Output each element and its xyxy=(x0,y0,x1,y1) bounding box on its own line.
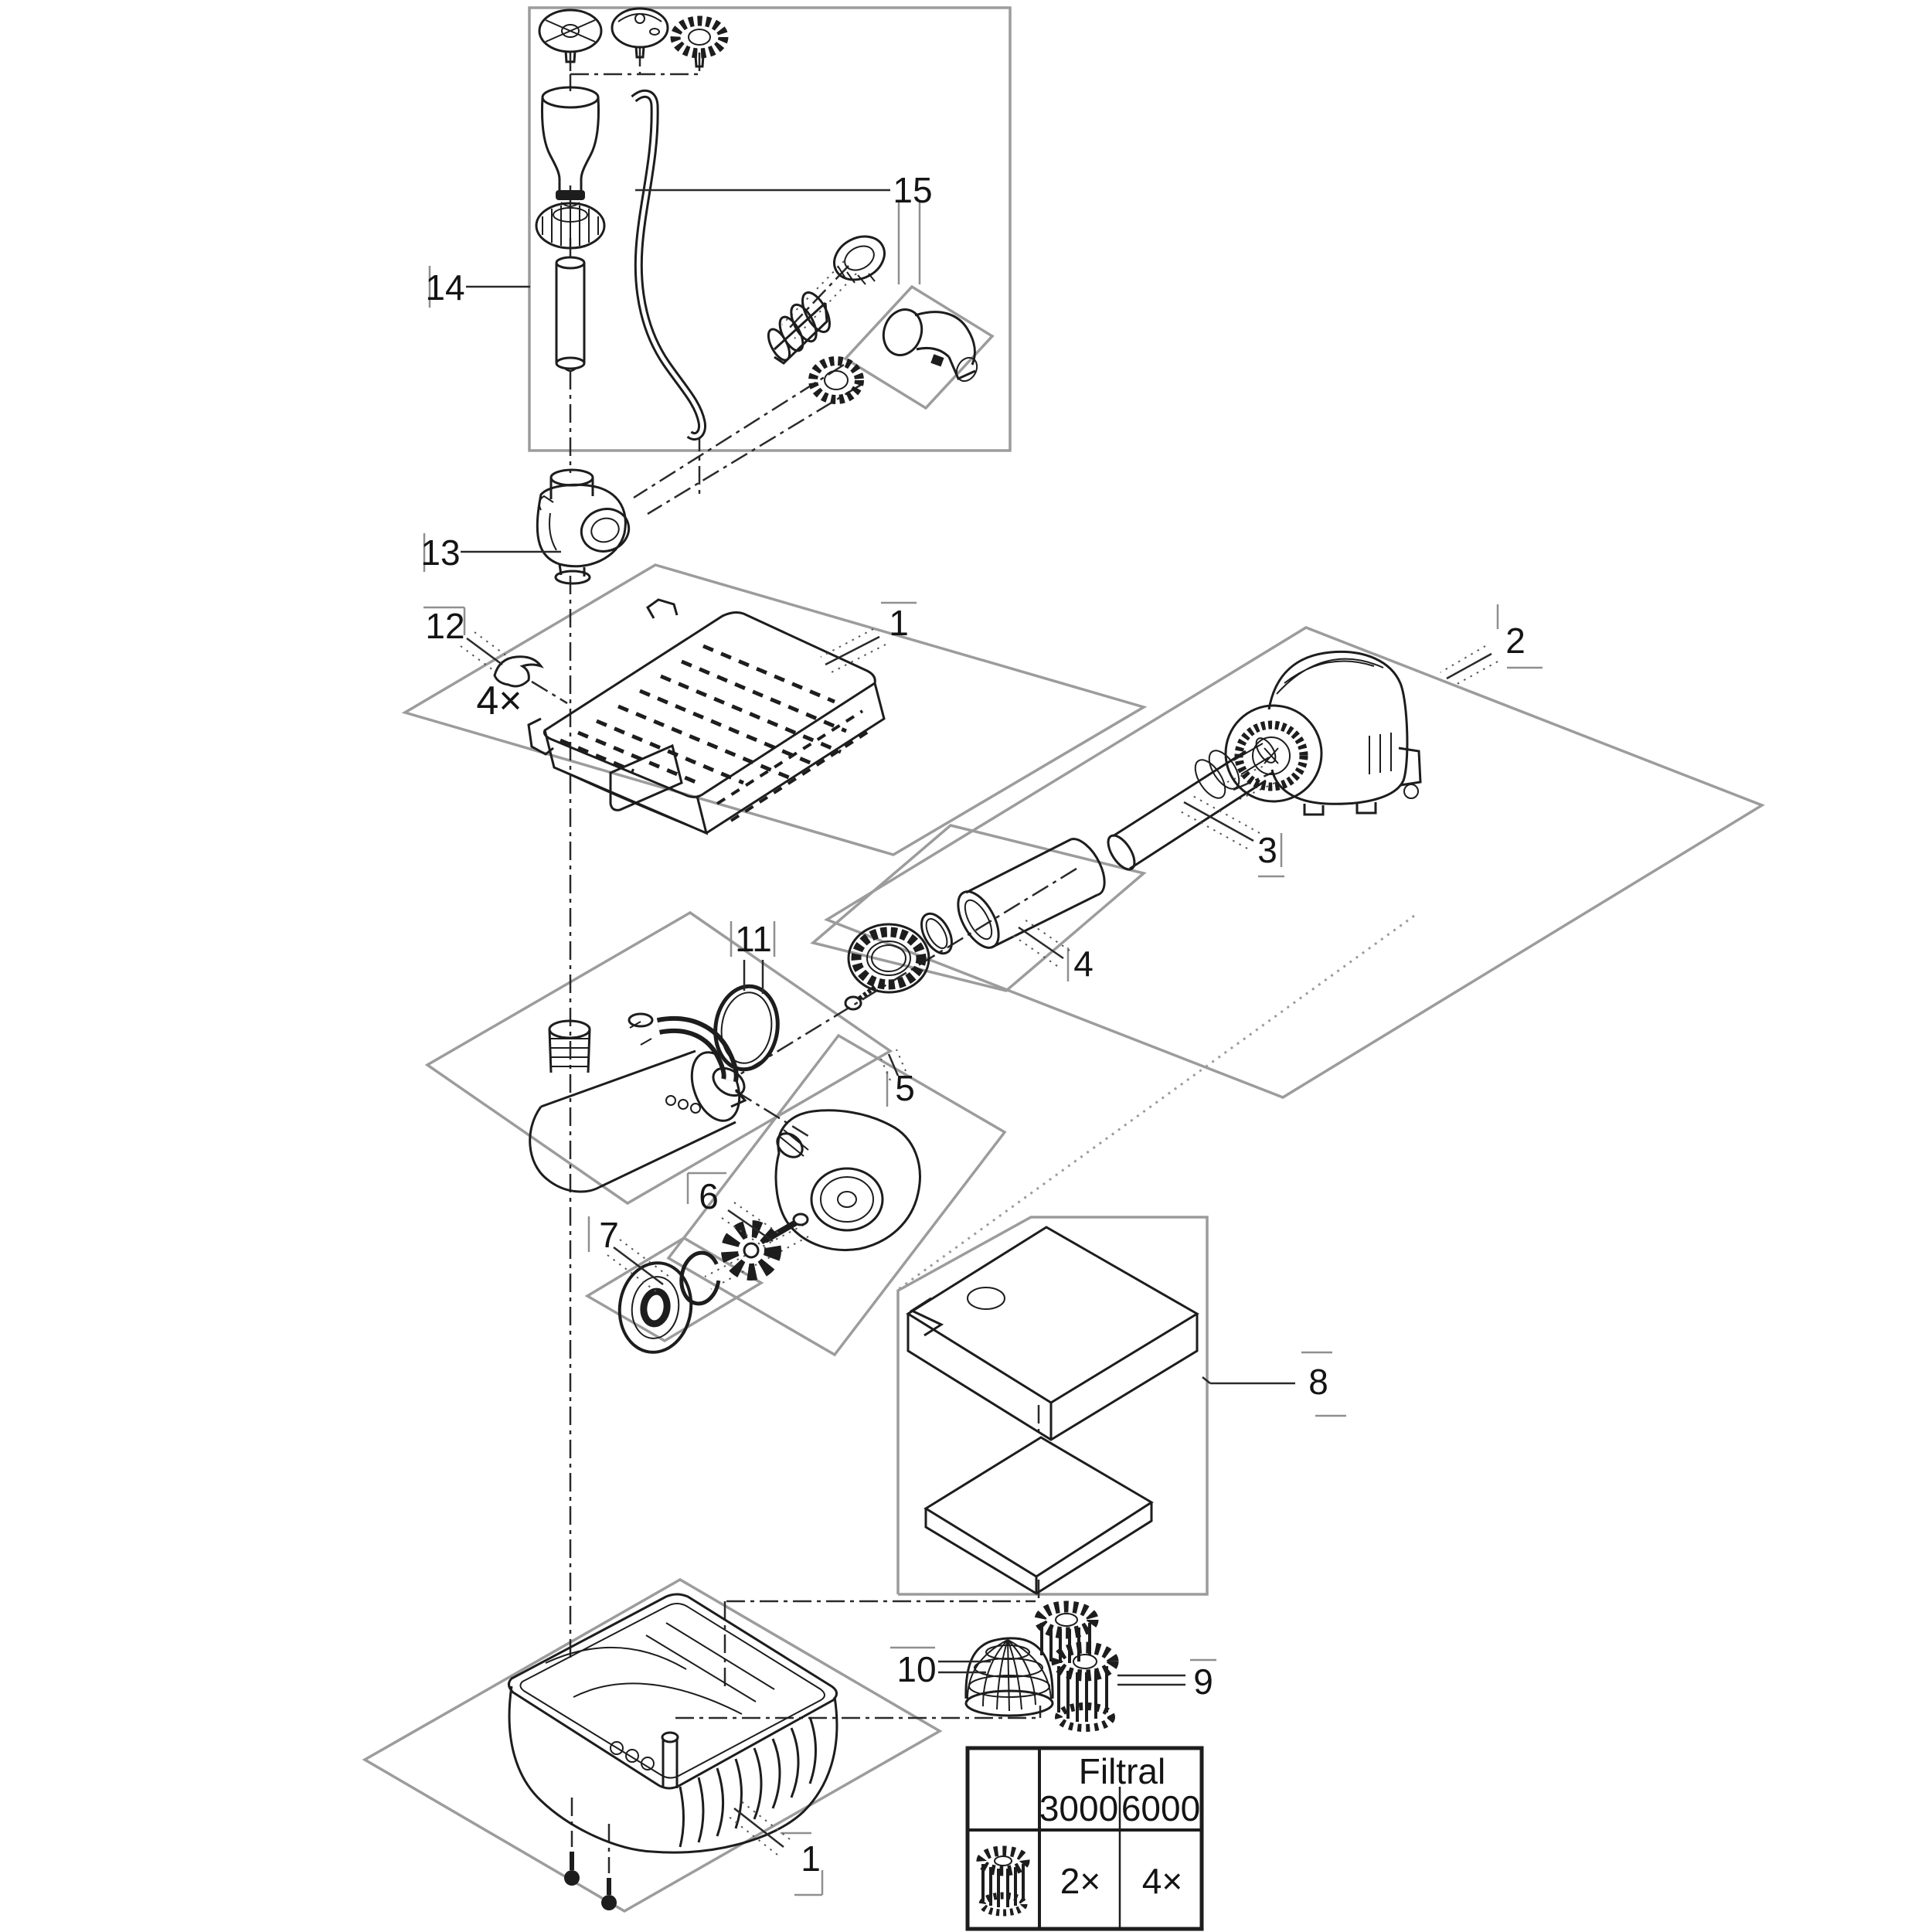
axis-elbow-to-valve xyxy=(633,363,862,515)
axis-screws xyxy=(570,1798,611,1873)
riser-nut xyxy=(535,202,606,250)
bio-cylinder-2 xyxy=(1051,1641,1119,1732)
part4-quartz-glass xyxy=(844,838,1106,1011)
frame-uvc-housing-group xyxy=(424,910,893,1206)
label-part-9: 9 xyxy=(1193,1662,1213,1702)
frame-container-group xyxy=(362,1577,943,1913)
pump-feet xyxy=(1303,802,1377,816)
part13-diverter-valve xyxy=(536,468,631,585)
part8-filter-foams xyxy=(906,1226,1199,1595)
label-part-10: 10 xyxy=(896,1649,936,1689)
cover-hook-top xyxy=(646,598,679,619)
label-part-1-bottom: 1 xyxy=(801,1838,821,1879)
container-post xyxy=(662,1739,679,1788)
part3-uvc-tube xyxy=(1107,737,1277,871)
pump-control-box xyxy=(1398,747,1422,787)
part5-uvc-housing xyxy=(529,1012,921,1252)
frame-cover-group xyxy=(401,563,1148,856)
table-model-3000: 3000 xyxy=(1039,1788,1118,1828)
nozzle-bell-head xyxy=(611,7,669,59)
housing-valve-cap xyxy=(628,1012,654,1028)
retainer-screw xyxy=(844,984,878,1011)
label-part-4: 4 xyxy=(1073,944,1094,984)
quantity-table: Filtral 3000 6000 2× 4× xyxy=(965,1746,1204,1931)
axis-housing-to-volute xyxy=(735,1090,809,1138)
table-qty-6000: 4× xyxy=(1142,1861,1182,1901)
part11-o-ring xyxy=(713,984,780,1072)
frame-pump-group xyxy=(824,626,1765,1099)
screws xyxy=(564,1852,617,1910)
knurled-nut xyxy=(808,356,864,404)
group-connector-dotted xyxy=(898,914,1415,1291)
axis-clip xyxy=(531,680,568,705)
part7-seal xyxy=(617,1250,721,1354)
snail-volute xyxy=(774,1109,921,1252)
frame-quartz-tube-group xyxy=(810,824,1147,992)
hose xyxy=(631,89,707,440)
table-qty-3000: 2× xyxy=(1060,1861,1100,1901)
cover-hook-left xyxy=(527,717,554,756)
nozzle-cross-head xyxy=(538,9,603,63)
part6-impeller xyxy=(721,1213,809,1281)
housing-elbow xyxy=(656,1015,747,1108)
part2-pump xyxy=(1224,650,1422,816)
label-part-14: 14 xyxy=(425,267,464,308)
part9-bio-cylinders xyxy=(1034,1600,1119,1732)
bio-media-cylinder-icon xyxy=(976,1845,1030,1917)
cover-recess-panel xyxy=(609,743,683,811)
container-ribs xyxy=(679,1716,817,1848)
table-model-6000: 6000 xyxy=(1121,1788,1200,1828)
part10-mesh-dome xyxy=(964,1637,1054,1717)
part15-connector-kit xyxy=(767,235,978,404)
label-part-2: 2 xyxy=(1505,621,1526,661)
part1-cover xyxy=(527,598,886,835)
riser-tube xyxy=(555,256,586,372)
label-part-5: 5 xyxy=(895,1068,915,1108)
container-divider xyxy=(645,1622,775,1702)
foam-coarse xyxy=(906,1226,1199,1441)
part-number-labels: 14 15 13 12 4× 1 2 3 4 11 5 6 7 8 10 9 1 xyxy=(420,170,1525,1879)
label-part-12: 12 xyxy=(425,606,464,646)
part1-container xyxy=(508,1593,838,1910)
foam-fine xyxy=(923,1436,1154,1595)
frame-foam-group xyxy=(896,1216,1209,1596)
label-part-1-top: 1 xyxy=(889,603,909,643)
part14-fountain-kit xyxy=(535,7,729,440)
frame-nozzle-kit-box xyxy=(528,6,1012,452)
axis-quartz-tube xyxy=(732,867,1077,1080)
housing-threaded-port xyxy=(548,1019,591,1073)
table-header-filtral: Filtral xyxy=(1079,1751,1165,1791)
cover-slots xyxy=(560,644,847,786)
nozzle-gear-head xyxy=(670,15,729,68)
elbow-connector xyxy=(882,308,978,383)
label-part-3: 3 xyxy=(1257,830,1277,870)
container-baffles xyxy=(545,1646,743,1715)
frame-impeller-group xyxy=(666,1033,1007,1357)
axis-media-connectors xyxy=(675,1405,1042,1719)
group-frames xyxy=(362,6,1765,1913)
stepped-hose-tail xyxy=(767,291,831,365)
label-part-11: 11 xyxy=(735,919,772,959)
label-part-8: 8 xyxy=(1308,1362,1328,1402)
c-ring xyxy=(679,1250,721,1306)
small-o-ring xyxy=(920,912,953,955)
label-part-15: 15 xyxy=(893,170,932,210)
threaded-nut xyxy=(833,235,886,285)
label-part-13: 13 xyxy=(420,532,460,573)
leaders xyxy=(423,189,1543,1896)
label-part-7: 7 xyxy=(599,1215,619,1255)
part12-clip xyxy=(493,655,544,688)
label-part-6: 6 xyxy=(699,1176,719,1216)
frame-part15-subgroup xyxy=(843,284,995,410)
label-part-12-quantity: 4× xyxy=(476,679,522,723)
cover-side-slots xyxy=(716,709,873,822)
retaining-ring xyxy=(847,923,930,994)
